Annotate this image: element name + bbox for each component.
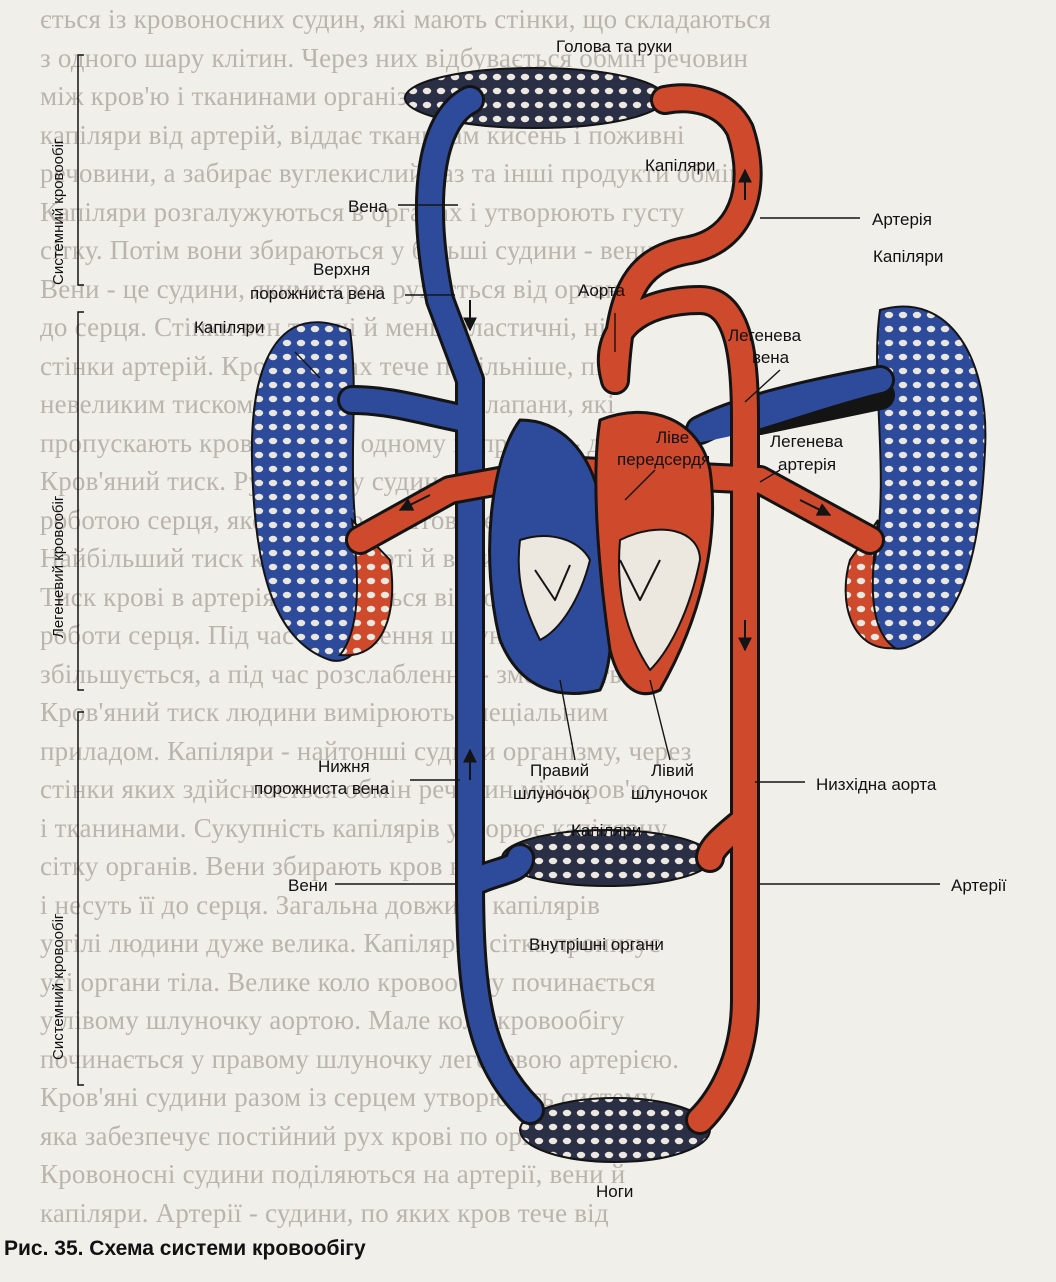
side-label-pulmonary: Легеневий кровообіг bbox=[50, 495, 67, 638]
label-left-ventricle-1: Лівий bbox=[651, 761, 694, 780]
label-left-atrium-1: Ліве bbox=[656, 428, 689, 447]
label-capillaries-right: Капіляри bbox=[873, 247, 943, 266]
label-right-ventricle-2: шлуночок bbox=[513, 784, 590, 803]
background-text-line: і несуть її до серця. Загальна довжина к… bbox=[40, 889, 601, 920]
background-text-line: Кровоносні судини поділяються на артерії… bbox=[40, 1159, 626, 1189]
flow-arrows bbox=[398, 168, 832, 780]
figure-caption: Рис. 35. Схема системи кровообігу bbox=[4, 1237, 366, 1260]
background-text-line: стінки яких здійснюється обмін речовин м… bbox=[40, 774, 651, 804]
background-text-line: Кров'яний тиск людини вимірюють спеціаль… bbox=[40, 697, 609, 727]
background-text-line: ється із кровоносних судин, які мають ст… bbox=[40, 4, 772, 34]
label-inferior-vena-cava-1: Нижня bbox=[318, 757, 370, 776]
label-veins: Вени bbox=[288, 876, 328, 895]
capillary-net-left-lung bbox=[250, 321, 394, 662]
background-text-line: Вени - це судини, якими кров рухається в… bbox=[40, 273, 641, 304]
label-superior-vena-cava-2: порожниста вена bbox=[250, 284, 386, 303]
label-legs: Ноги bbox=[596, 1182, 633, 1201]
label-pulmonary-artery-2: артерія bbox=[778, 455, 836, 474]
label-pulmonary-artery-1: Легенева bbox=[770, 432, 844, 451]
capillary-net-legs bbox=[519, 1097, 711, 1163]
side-label-systemic-top: Системний кровообіг bbox=[50, 138, 67, 285]
veins-system bbox=[337, 85, 895, 1125]
heart bbox=[488, 410, 715, 696]
label-pulmonary-vein-2: вена bbox=[752, 348, 790, 367]
label-arteries: Артерії bbox=[951, 876, 1007, 895]
side-brackets bbox=[77, 54, 84, 1086]
side-label-systemic-bottom: Системний кровообіг bbox=[50, 913, 67, 1060]
label-descending-aorta: Низхідна аорта bbox=[816, 775, 937, 794]
label-internal-organs: Внутрішні органи bbox=[529, 935, 664, 954]
background-text-line: Капіляри розгалужуються в органах і утво… bbox=[40, 196, 685, 227]
background-text-line: усі органи тіла. Велике коло кровообігу … bbox=[40, 966, 656, 997]
label-left-ventricle-2: шлуночок bbox=[631, 784, 708, 803]
background-text-line: речовини, а забирає вуглекислий газ та і… bbox=[40, 158, 762, 188]
label-capillaries-left: Капіляри bbox=[194, 318, 264, 337]
label-superior-vena-cava-1: Верхня bbox=[313, 260, 370, 279]
label-left-atrium-2: передсердя bbox=[617, 450, 710, 469]
label-capillaries-top: Капіляри bbox=[645, 156, 715, 175]
background-text-line: приладом. Капіляри - найтонші судини орг… bbox=[40, 735, 692, 766]
label-aorta: Аорта bbox=[578, 281, 625, 300]
background-text-line: починається у правому шлуночку легеневою… bbox=[40, 1043, 680, 1074]
label-inferior-vena-cava-2: порожниста вена bbox=[254, 779, 390, 798]
background-text-line: пропускають кров тільки в одному напрямк… bbox=[40, 427, 695, 458]
background-text-line: сітку. Потім вони збираються у більші су… bbox=[40, 235, 662, 265]
label-head-arms: Голова та руки bbox=[556, 37, 672, 56]
background-text-line: яка забезпечує постійний рух крові по ор… bbox=[40, 1120, 614, 1151]
label-vein: Вена bbox=[348, 197, 388, 216]
leader-lines bbox=[294, 204, 940, 885]
capillary-net-right-lung bbox=[844, 305, 987, 650]
label-pulmonary-vein-1: Легенева bbox=[728, 326, 802, 345]
background-text-line: у лівому шлуночку аортою. Мале коло кров… bbox=[40, 1005, 625, 1035]
background-text-line: у тілі людини дуже велика. Капілярна сіт… bbox=[40, 928, 661, 958]
background-text-line: капіляри. Артерії - судини, по яких кров… bbox=[40, 1197, 609, 1228]
label-artery: Артерія bbox=[872, 210, 932, 229]
label-capillaries-bottom: Капіляри bbox=[571, 821, 641, 840]
label-right-ventricle-1: Правий bbox=[530, 761, 589, 780]
background-text-line: з одного шару клітин. Через них відбуває… bbox=[40, 42, 749, 73]
